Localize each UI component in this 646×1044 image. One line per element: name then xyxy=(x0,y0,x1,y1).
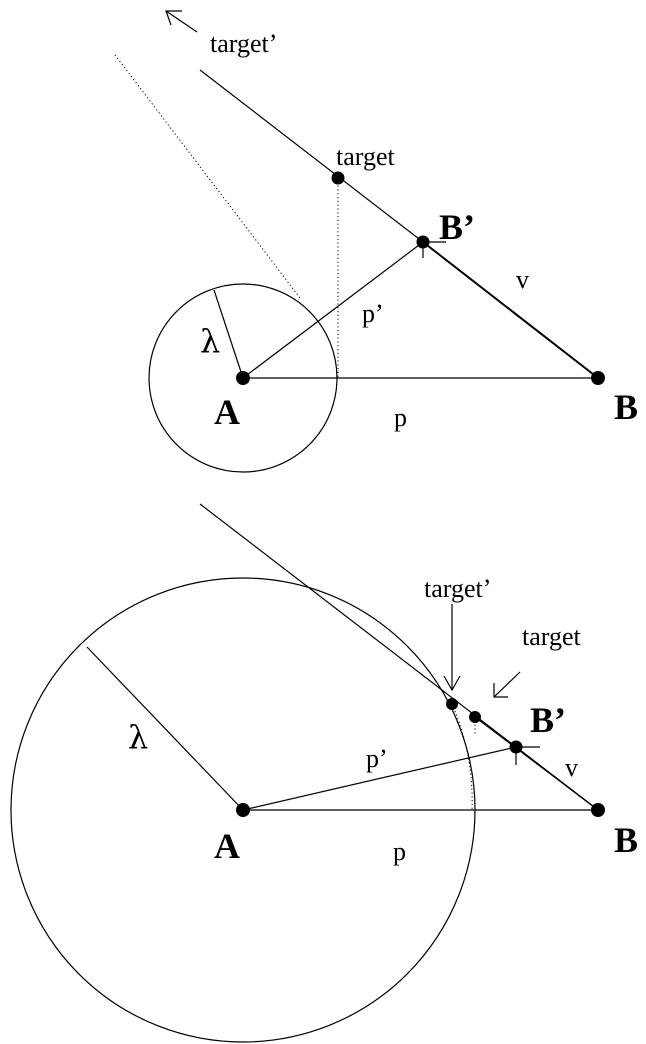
bottom-target-arrow-shaft xyxy=(493,671,521,698)
top-label-p: p xyxy=(394,403,407,432)
top-point-b-prime xyxy=(416,235,430,249)
bottom-label-target: target xyxy=(522,622,581,651)
top-target-prime-arrow-head xyxy=(165,10,182,26)
top-label-p-prime: p’ xyxy=(362,299,384,328)
top-point-b xyxy=(591,371,605,385)
top-target-prime-arrow-shaft xyxy=(165,10,198,33)
bottom-label-a: A xyxy=(214,826,240,866)
top-label-lambda: λ xyxy=(200,322,220,360)
bottom-label-p: p xyxy=(393,837,406,866)
top-lambda-radius xyxy=(213,289,244,379)
top-label-b: B xyxy=(614,387,638,427)
bottom-point-target xyxy=(469,711,481,723)
bottom-target-prime-arrow-head xyxy=(443,675,461,692)
top-label-a: A xyxy=(214,392,240,432)
bottom-lambda-radius xyxy=(86,646,244,811)
bottom-target-arrow-head xyxy=(493,683,508,698)
bottom-label-v: v xyxy=(565,753,578,782)
top-point-target xyxy=(331,171,345,185)
top-tangent-line xyxy=(199,69,424,243)
bottom-label-target-prime: target’ xyxy=(424,574,491,603)
top-dotted-diagonal xyxy=(114,54,301,299)
top-label-b-prime: B’ xyxy=(439,207,475,247)
top-label-target: target xyxy=(336,142,395,171)
bottom-diagram: A B B’ p p’ v λ target’ target xyxy=(10,503,638,1043)
bottom-label-b: B xyxy=(614,820,638,860)
bottom-label-p-prime: p’ xyxy=(366,744,388,773)
top-point-a xyxy=(236,371,250,385)
bottom-point-a xyxy=(236,803,250,817)
bottom-segment-p-prime xyxy=(242,746,517,811)
bottom-label-lambda: λ xyxy=(128,718,148,756)
bottom-point-b-prime xyxy=(509,740,523,754)
top-label-target-prime: target’ xyxy=(210,29,277,58)
bottom-segment-v-inner xyxy=(474,716,599,811)
top-segment-v xyxy=(422,241,599,379)
bottom-dotted-arc xyxy=(451,703,473,811)
bottom-point-b xyxy=(591,803,605,817)
top-segment-p-prime xyxy=(242,241,424,379)
bottom-label-b-prime: B’ xyxy=(530,700,566,740)
top-label-v: v xyxy=(516,265,529,294)
bottom-point-target-prime xyxy=(446,698,458,710)
top-diagram: A B B’ p p’ v λ target target’ xyxy=(114,10,638,473)
